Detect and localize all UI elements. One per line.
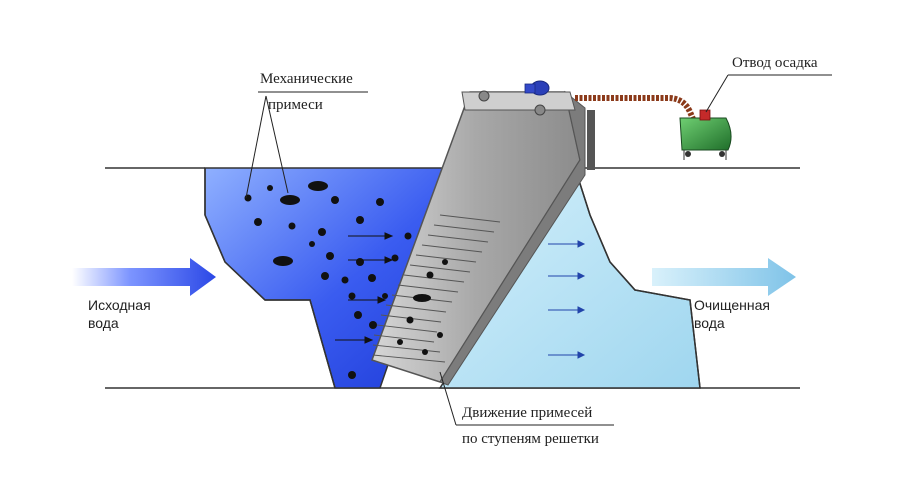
inlet-arrow-icon	[72, 258, 216, 296]
movement-label-line2: по ступеням решетки	[462, 431, 599, 447]
impurity-particles	[244, 181, 412, 379]
inlet-label-line1: Исходная	[88, 297, 151, 313]
sludge-outlet-label: Отвод осадка	[732, 55, 818, 71]
screen-debris	[397, 259, 448, 355]
movement-label-line1: Движение примесей	[462, 405, 593, 421]
impurities-label-line1: Механические	[260, 71, 353, 87]
screen-steps	[372, 214, 501, 363]
sludge-bin-icon	[679, 109, 732, 160]
channel-walls	[204, 167, 701, 389]
drive-wheel-right	[534, 104, 546, 116]
impurities-label-line2: примеси	[268, 97, 323, 113]
support-post	[587, 110, 595, 170]
inlet-label-line2: вода	[88, 315, 119, 331]
dirty-flow-arrows	[335, 232, 394, 344]
leader-lines	[245, 74, 832, 426]
clean-flow-arrows	[548, 240, 586, 359]
outlet-arrow-icon	[652, 258, 796, 296]
outlet-label-line1: Очищенная	[694, 297, 770, 313]
bar-screen	[371, 80, 586, 386]
screen-right-side	[439, 90, 586, 386]
drive-wheel-left	[478, 90, 490, 102]
outlet-label-line2: вода	[694, 315, 725, 331]
